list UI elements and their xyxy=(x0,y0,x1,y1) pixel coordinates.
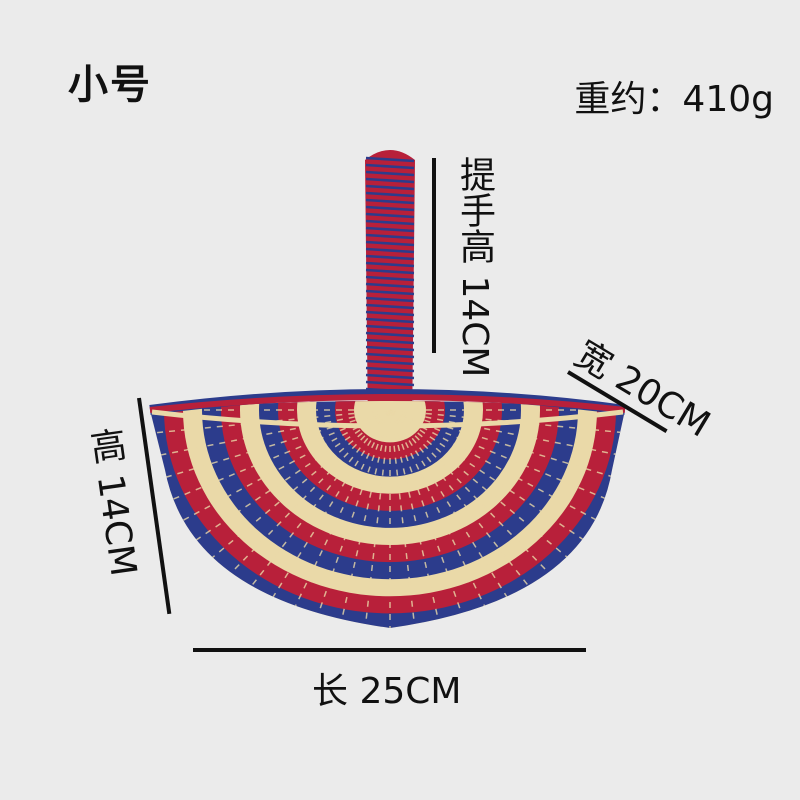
handle-wrap-stripe xyxy=(365,366,415,373)
handle-wrap-stripe xyxy=(365,359,415,366)
handle-wrap-stripe xyxy=(365,282,415,289)
weave-spoke xyxy=(215,409,391,589)
handle-wrap-stripe xyxy=(365,247,415,254)
handle-wrap-stripe xyxy=(365,338,415,345)
weave-spoke xyxy=(389,409,625,436)
handle-wrap-stripe xyxy=(365,331,415,338)
handle-wrap-stripe xyxy=(365,212,415,219)
handle-wrap-stripe xyxy=(365,268,415,275)
handle-wrap-stripe xyxy=(365,303,415,310)
handle-wrap-stripe xyxy=(365,275,415,282)
handle-wrap-stripe xyxy=(365,345,415,352)
handle-height-label: 提手高 14CM xyxy=(454,156,495,378)
handle-wrap-stripe xyxy=(365,156,415,163)
handle-wrap-stripe xyxy=(365,254,415,261)
handle-wrap-stripe xyxy=(365,380,415,387)
weave-spoke xyxy=(389,409,445,628)
weight-label: 重约：410g xyxy=(574,79,774,120)
basket-handle xyxy=(365,150,415,436)
size-label: 小号 xyxy=(68,62,152,108)
handle-wrap-stripe xyxy=(365,205,415,212)
handle-wrap-stripe xyxy=(365,317,415,324)
handle-wrap-stripe xyxy=(365,163,415,170)
handle-wrap-stripe xyxy=(365,184,415,191)
weave-spoke xyxy=(259,409,391,619)
handle-wrap-stripe xyxy=(365,324,415,331)
handle-wrap-stripe xyxy=(365,198,415,205)
handle-wrap-stripe xyxy=(365,261,415,268)
handle-wrap-stripe xyxy=(365,177,415,184)
length-line xyxy=(193,648,586,652)
handle-wrap-stripe xyxy=(365,170,415,177)
weave-spoke xyxy=(196,409,391,572)
weave-spoke xyxy=(236,409,391,605)
handle-wrap-stripe xyxy=(365,352,415,359)
weave-spoke xyxy=(389,409,472,628)
weave-spoke xyxy=(335,409,391,628)
handle-wrap-stripe xyxy=(365,191,415,198)
weave-spoke xyxy=(362,409,391,628)
handle-wrap-stripe xyxy=(365,233,415,240)
handle-wrap-stripe xyxy=(365,240,415,247)
weave-spoke xyxy=(283,409,391,628)
weave-spoke xyxy=(389,409,544,605)
weave-spoke xyxy=(389,409,521,619)
handle-wrap-stripe xyxy=(365,310,415,317)
handle-height-line xyxy=(432,158,436,353)
handle-wrap-stripe xyxy=(365,219,415,226)
handle-wrap-stripe xyxy=(365,289,415,296)
handle-wrap-stripe xyxy=(365,296,415,303)
handle-wrap-stripe xyxy=(365,373,415,380)
weave-spoke xyxy=(308,409,391,628)
weave-spoke xyxy=(389,409,497,628)
handle-wrap-stripe xyxy=(365,226,415,233)
weave-spoke xyxy=(389,409,584,572)
weave-spoke xyxy=(389,409,565,589)
weave-spoke xyxy=(150,409,391,436)
basket-rim xyxy=(149,389,626,429)
weave-spoke xyxy=(389,409,418,628)
length-label: 长 25CM xyxy=(312,671,462,712)
